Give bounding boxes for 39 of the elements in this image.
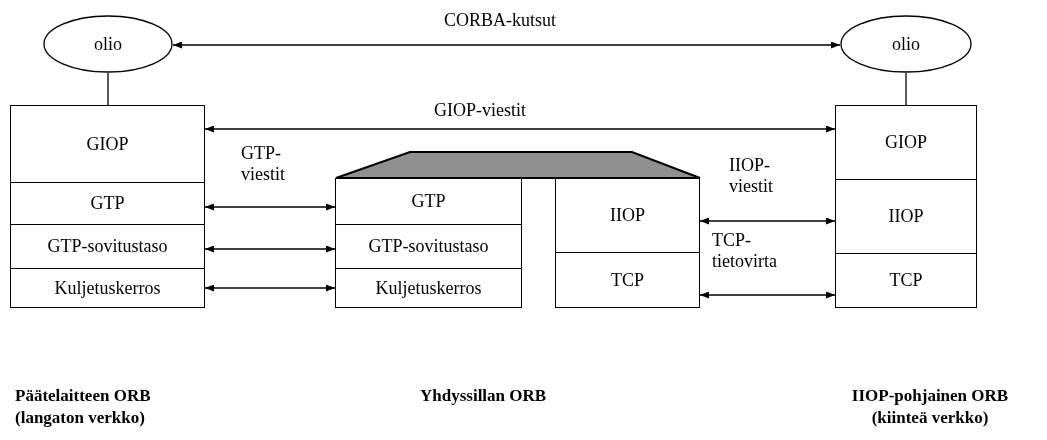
double-arrow xyxy=(204,203,336,211)
protocol-layer-box xyxy=(835,179,977,254)
double-arrow xyxy=(172,41,841,49)
protocol-layer-box xyxy=(10,182,205,225)
layer-name: TCP xyxy=(611,269,644,291)
layer-name: GIOP xyxy=(885,132,927,153)
orb-caption: Yhdyssillan ORB xyxy=(420,385,548,407)
gateway-roof xyxy=(335,151,701,179)
layer-name: TCP xyxy=(889,270,923,291)
protocol-layer-box xyxy=(10,224,205,269)
double-arrow xyxy=(699,217,836,225)
protocol-layer-box xyxy=(335,268,522,308)
layer-name: GTP-sovitustaso xyxy=(368,236,489,257)
protocol-layer-box xyxy=(335,178,522,225)
connector-line xyxy=(905,72,907,106)
double-arrow xyxy=(204,245,336,253)
object-label: olio xyxy=(94,33,122,55)
layer-name: GTP xyxy=(90,193,125,214)
layer-name: GTP-sovitustaso xyxy=(47,236,168,257)
layer-name: Kuljetuskerros xyxy=(54,277,161,299)
protocol-layer-box xyxy=(335,224,522,269)
protocol-layer-box xyxy=(10,268,205,308)
protocol-layer-box xyxy=(10,105,205,183)
orb-caption: Päätelaitteen ORB (langaton verkko) xyxy=(15,385,152,429)
object-label: olio xyxy=(892,33,920,55)
double-arrow xyxy=(699,291,836,299)
layer-name: GTP xyxy=(411,191,446,212)
layer-name: GIOP xyxy=(86,133,129,155)
orb-caption: IIOP-pohjainen ORB (kiinteä verkko) xyxy=(850,385,1010,429)
protocol-layer-box xyxy=(555,252,700,308)
double-arrow xyxy=(204,125,836,133)
layer-name: Kuljetuskerros xyxy=(375,277,482,299)
connector-line xyxy=(107,72,109,106)
layer-name: IIOP xyxy=(888,206,924,227)
layer-name: IIOP xyxy=(610,205,645,226)
protocol-layer-box xyxy=(835,105,977,180)
protocol-layer-box xyxy=(555,178,700,253)
protocol-layer-box xyxy=(835,253,977,308)
double-arrow xyxy=(204,284,336,292)
